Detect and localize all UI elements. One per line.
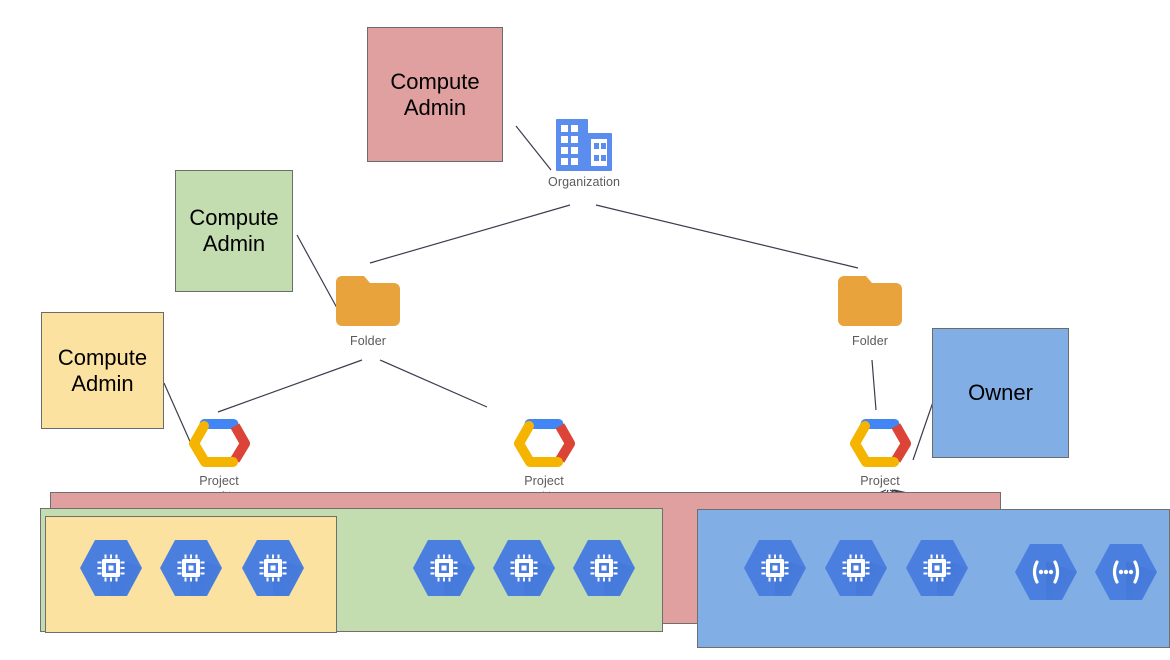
gcp-project-hexagon-icon <box>189 419 250 467</box>
project-node-3[interactable]: Project <box>849 414 911 488</box>
connector-role-org-to-organization <box>515 125 552 171</box>
role-project-left[interactable]: Compute Admin <box>41 312 164 429</box>
folder-node-2-label: Folder <box>851 334 889 348</box>
folder-node-1[interactable]: Folder <box>331 274 405 348</box>
project-node-1-glyph <box>188 414 250 472</box>
vm-instance-icon <box>573 540 635 596</box>
project-node-3-glyph <box>849 414 911 472</box>
connector-folder-right-to-project-3 <box>871 359 877 411</box>
role-folder-left[interactable]: Compute Admin <box>175 170 293 292</box>
folder-node-1-glyph <box>331 274 405 332</box>
connector-folder-left-to-project-2 <box>379 359 488 408</box>
other-resource-icon <box>1095 544 1157 600</box>
vm-instance[interactable] <box>79 539 143 597</box>
gcp-project-hexagon-icon <box>514 419 575 467</box>
folder-icon <box>838 276 902 326</box>
organization-node[interactable]: Organization <box>548 117 620 189</box>
folder-node-2-glyph <box>833 274 907 332</box>
project-node-3-label: Project <box>860 474 900 488</box>
other-resource[interactable] <box>1094 543 1158 601</box>
project-node-1-label: Project <box>199 474 239 488</box>
vm-instance-icon <box>160 540 222 596</box>
project-node-1[interactable]: Project <box>188 414 250 488</box>
role-org[interactable]: Compute Admin <box>367 27 503 162</box>
vm-instance-icon <box>493 540 555 596</box>
organization-node-glyph <box>553 117 615 173</box>
project-node-2-glyph <box>513 414 575 472</box>
vm-instance-icon <box>413 540 475 596</box>
vm-instance[interactable] <box>159 539 223 597</box>
gcp-project-hexagon-icon <box>850 419 911 467</box>
connector-role-project-right-to-project-3 <box>912 401 934 461</box>
vm-instance[interactable] <box>492 539 556 597</box>
vm-instance[interactable] <box>412 539 476 597</box>
organization-building-icon <box>556 119 613 171</box>
vm-instance[interactable] <box>824 539 888 597</box>
folder-icon <box>336 276 400 326</box>
folder-node-2[interactable]: Folder <box>833 274 907 348</box>
role-project-right[interactable]: Owner <box>932 328 1069 458</box>
vm-instance-icon <box>242 540 304 596</box>
connector-folder-left-to-project-1 <box>217 359 363 413</box>
vm-instance[interactable] <box>905 539 969 597</box>
vm-instance-icon <box>80 540 142 596</box>
other-resource[interactable] <box>1014 543 1078 601</box>
project-node-2[interactable]: Project <box>513 414 575 488</box>
vm-instance-icon <box>825 540 887 596</box>
project-node-2-label: Project <box>524 474 564 488</box>
vm-instance[interactable] <box>743 539 807 597</box>
connector-organization-to-folder-right <box>595 204 859 269</box>
organization-node-label: Organization <box>548 175 621 189</box>
connector-organization-to-folder-left <box>369 204 571 264</box>
vm-instance-icon <box>906 540 968 596</box>
other-resource-icon <box>1015 544 1077 600</box>
vm-instance-icon <box>744 540 806 596</box>
vm-instance[interactable] <box>572 539 636 597</box>
vm-instance[interactable] <box>241 539 305 597</box>
folder-node-1-label: Folder <box>349 334 387 348</box>
